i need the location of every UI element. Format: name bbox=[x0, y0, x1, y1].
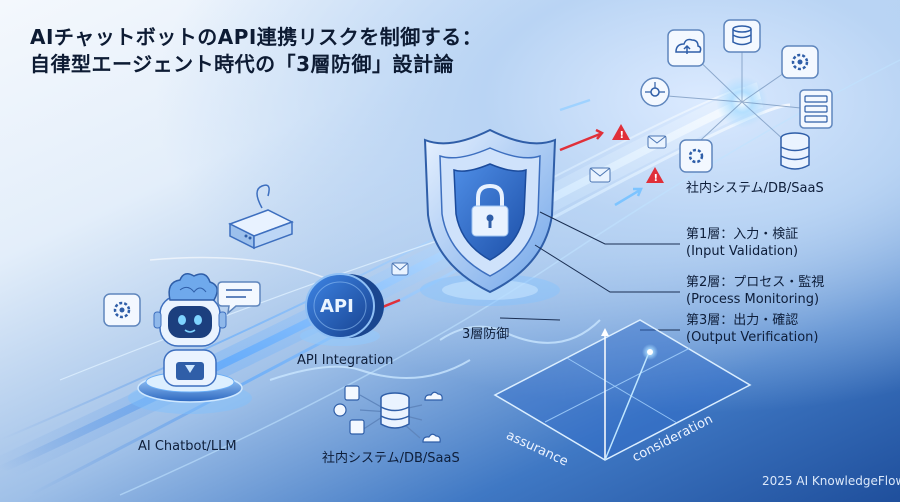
server-rack-icon bbox=[799, 89, 833, 129]
envelope-icon bbox=[647, 135, 667, 149]
cloud-upload-icon bbox=[667, 29, 705, 67]
layer1-label: 第1層：入力・検証 (Input Validation) bbox=[686, 226, 798, 260]
internal-systems-label-bottom: 社内システム/DB/SaaS bbox=[322, 451, 460, 466]
gear-bubble-icon bbox=[103, 293, 141, 327]
svg-text:!: ! bbox=[654, 173, 659, 184]
assurance-consideration-plane bbox=[493, 319, 752, 461]
internal-systems-label-top: 社内システム/DB/SaaS bbox=[686, 181, 824, 196]
title-line-1: AIチャットボットのAPI連携リスクを制御する： bbox=[30, 25, 483, 49]
api-coin-label: API bbox=[320, 296, 354, 317]
network-node-icon bbox=[640, 77, 670, 107]
warning-icon: ! bbox=[646, 167, 664, 184]
envelope-icon bbox=[589, 167, 611, 183]
database-icon bbox=[723, 19, 761, 53]
svg-text:!: ! bbox=[620, 130, 625, 141]
chatbot-label: AI Chatbot/LLM bbox=[138, 439, 237, 454]
flow-curves bbox=[269, 319, 601, 381]
layer3-subtitle: (Output Verification) bbox=[686, 330, 819, 345]
warning-icon: ! bbox=[612, 124, 630, 141]
api-integration-label: API Integration bbox=[297, 353, 394, 368]
layer2-subtitle: (Process Monitoring) bbox=[686, 292, 820, 307]
database-network-icon bbox=[333, 385, 443, 443]
layer2-title: 第2層：プロセス・監視 bbox=[686, 275, 825, 290]
chat-bubble-icon bbox=[217, 281, 261, 315]
database-icon-large bbox=[780, 132, 810, 170]
brain-icon bbox=[168, 273, 218, 301]
lock-icon bbox=[471, 183, 509, 237]
robot-icon bbox=[153, 295, 227, 387]
gear-icon bbox=[781, 45, 819, 79]
api-coin bbox=[300, 273, 384, 346]
three-layer-defense-label: 3層防御 bbox=[462, 327, 510, 342]
title-line-2: 自律型エージェント時代の「3層防御」設計論 bbox=[30, 52, 455, 76]
envelope-icon bbox=[391, 262, 409, 276]
layer1-subtitle: (Input Validation) bbox=[686, 244, 799, 259]
settings-icon bbox=[679, 139, 713, 173]
layer2-label: 第2層：プロセス・監視 (Process Monitoring) bbox=[686, 274, 824, 308]
footer-credit: 2025 AI KnowledgeFlow bbox=[762, 474, 900, 488]
layer3-title: 第3層：出力・確認 bbox=[686, 313, 799, 328]
router-device bbox=[228, 184, 294, 250]
layer1-title: 第1層：入力・検証 bbox=[686, 227, 799, 242]
layer3-label: 第3層：出力・確認 (Output Verification) bbox=[686, 312, 818, 346]
callout-lines bbox=[499, 211, 680, 331]
page-title: AIチャットボットのAPI連携リスクを制御する： 自律型エージェント時代の「3層… bbox=[30, 24, 482, 78]
